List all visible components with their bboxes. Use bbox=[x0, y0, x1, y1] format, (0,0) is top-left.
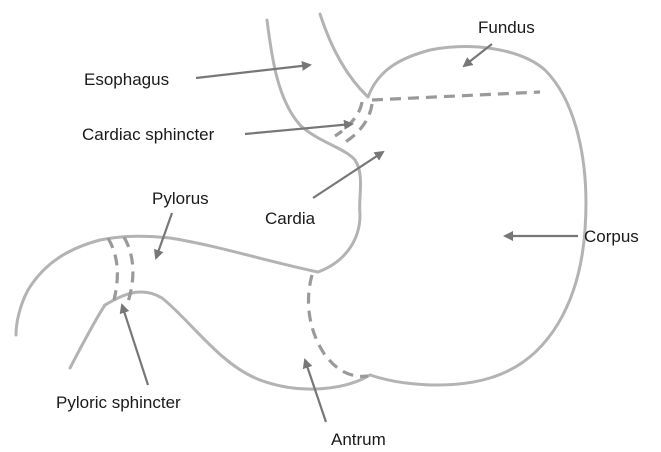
pylorus-arrow bbox=[156, 213, 172, 258]
antrum-boundary bbox=[308, 275, 368, 376]
label-fundus: Fundus bbox=[478, 18, 535, 37]
duodenum-lower-wall bbox=[70, 305, 105, 368]
label-pylorus: Pylorus bbox=[152, 189, 209, 208]
pyloric-sphincter-line-1 bbox=[108, 238, 117, 300]
antrum-arrow bbox=[305, 360, 326, 422]
esophagus-right-wall bbox=[320, 14, 368, 97]
label-corpus: Corpus bbox=[584, 227, 639, 246]
fundus-boundary bbox=[372, 92, 540, 100]
label-cardiac-sphincter: Cardiac sphincter bbox=[82, 125, 215, 144]
cardiac-sphincter-line-1 bbox=[335, 102, 362, 136]
label-arrows bbox=[122, 44, 578, 422]
label-esophagus: Esophagus bbox=[84, 70, 169, 89]
label-pyloric-sphincter: Pyloric sphincter bbox=[56, 393, 181, 412]
pyloric-sphincter-line-2 bbox=[124, 237, 133, 302]
duodenum-upper-wall bbox=[16, 240, 100, 335]
esophagus-left-wall bbox=[267, 20, 361, 272]
esophagus-arrow bbox=[196, 65, 310, 78]
pylorus-upper-wall bbox=[100, 236, 318, 272]
pyloric-sphincter-arrow bbox=[122, 305, 148, 385]
cardia-arrow bbox=[313, 152, 383, 198]
label-antrum: Antrum bbox=[331, 430, 386, 449]
label-cardia: Cardia bbox=[265, 209, 316, 228]
